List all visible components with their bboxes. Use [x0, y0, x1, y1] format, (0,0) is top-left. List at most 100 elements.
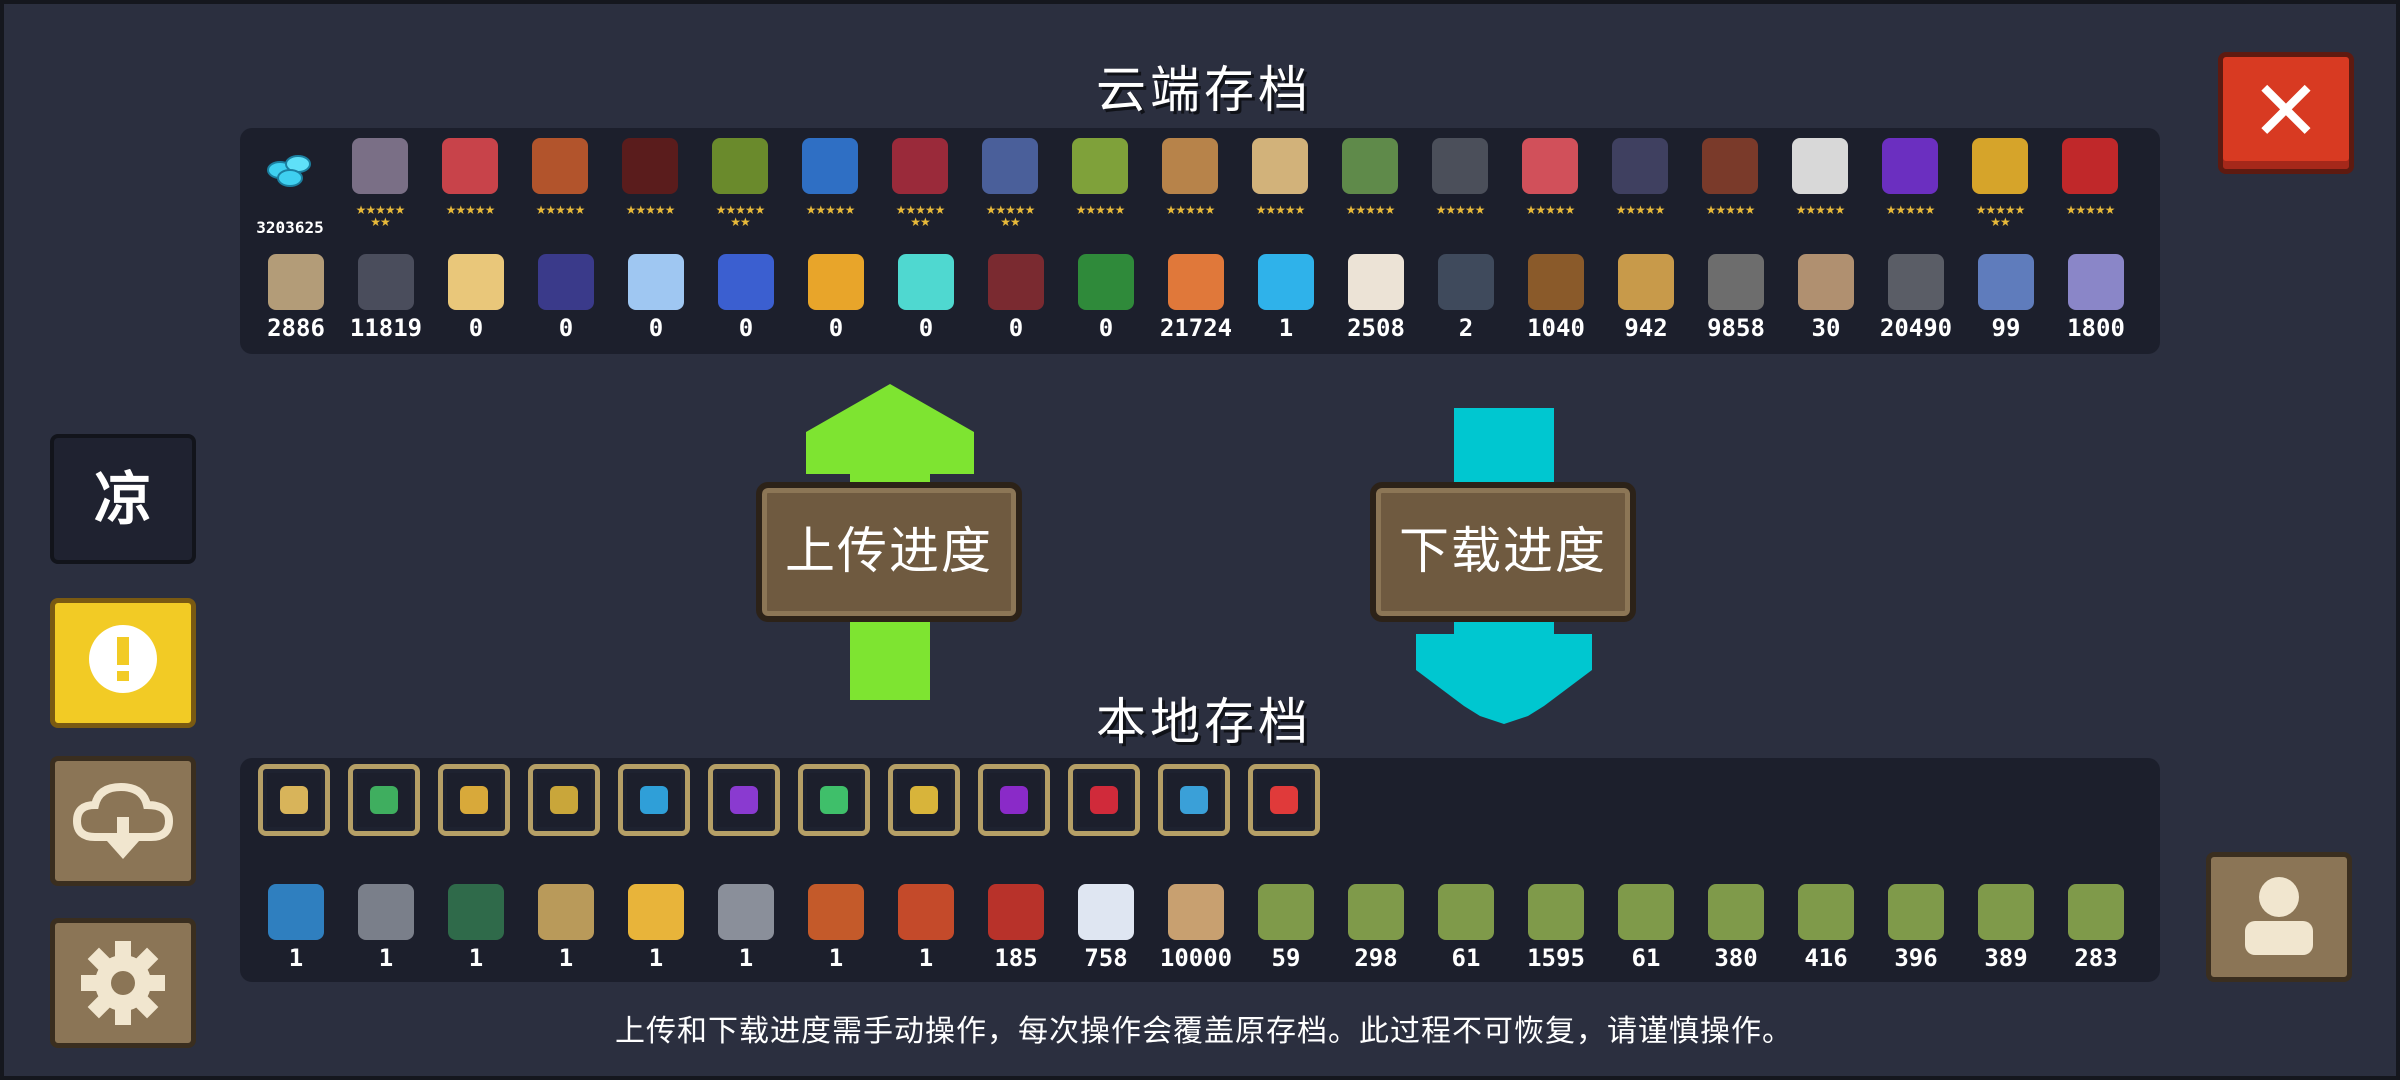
rating-stars: ★★★★★: [1525, 203, 1576, 217]
item-slot: 396: [1876, 880, 1956, 976]
item-count: 1: [828, 944, 844, 972]
fish-scale-icon: [268, 254, 324, 310]
blue-plate-badge-icon: [1158, 764, 1230, 836]
item-slot: 1: [346, 880, 426, 976]
badge-emblem: [550, 786, 578, 814]
item-count: 61: [1451, 944, 1481, 972]
item-count: 1595: [1527, 944, 1585, 972]
character-slot: ★★★★★: [1600, 134, 1680, 230]
material-count: 0: [558, 314, 574, 342]
ice-crystal-icon: [628, 254, 684, 310]
gem-icon: [267, 155, 311, 187]
dark-tome-icon: [538, 254, 594, 310]
blue-robot-badge-icon: [618, 764, 690, 836]
item-count: 396: [1894, 944, 1938, 972]
badge-emblem: [1000, 786, 1028, 814]
seed-carrot-icon: [1528, 884, 1584, 940]
gold-x-badge-icon: [258, 764, 330, 836]
material-slot: 0: [526, 250, 606, 346]
priestess-icon: [1252, 138, 1308, 194]
item-slot: 61: [1606, 880, 1686, 976]
holy-scroll-icon: [448, 254, 504, 310]
material-count: 1800: [2067, 314, 2125, 342]
map-crate-icon: [1798, 254, 1854, 310]
material-slot: 20490: [1876, 250, 1956, 346]
rating-stars: ★★★★★: [985, 203, 1036, 217]
material-slot: 1800: [2056, 250, 2136, 346]
cloud-download-icon: [72, 782, 174, 859]
gold-face-badge-icon: [888, 764, 960, 836]
knight-icon: [352, 138, 408, 194]
rogue-icon: [442, 138, 498, 194]
material-slot: 11819: [346, 250, 426, 346]
spirit-gem-icon: [898, 254, 954, 310]
item-count: 298: [1354, 944, 1398, 972]
rating-stars: ★★★★★: [1975, 203, 2026, 217]
character-slot: ★★★★★: [1420, 134, 1500, 230]
material-count: 2508: [1347, 314, 1405, 342]
character-slot: ★★★★★: [2050, 134, 2130, 230]
tap-tap-button[interactable]: 凉: [50, 434, 196, 564]
upload-progress-button[interactable]: 上传进度: [756, 482, 1022, 622]
material-slot: 9858: [1696, 250, 1776, 346]
purple-demon-badge-icon: [978, 764, 1050, 836]
swordsman-icon: [1792, 138, 1848, 194]
settings-button[interactable]: [50, 918, 196, 1048]
gold-blueprint-icon: [538, 884, 594, 940]
material-slot: 0: [616, 250, 696, 346]
berserker-icon: [1432, 138, 1488, 194]
notice-button[interactable]: [50, 598, 196, 728]
material-count: 1: [1278, 314, 1294, 342]
item-slot: 1: [796, 880, 876, 976]
paladin-icon: [982, 138, 1038, 194]
elf-icon: [1072, 138, 1128, 194]
material-count: 0: [738, 314, 754, 342]
wood-log-icon: [1528, 254, 1584, 310]
cloud-sync-button[interactable]: [50, 756, 196, 886]
character-slot: ★★★★★: [1690, 134, 1770, 230]
material-count: 0: [828, 314, 844, 342]
material-slot: 0: [706, 250, 786, 346]
item-count: 61: [1631, 944, 1661, 972]
material-slot: 1: [1246, 250, 1326, 346]
red-sword-badge-icon: [1068, 764, 1140, 836]
download-progress-button[interactable]: 下载进度: [1370, 482, 1636, 622]
gem-counter: 3203625: [250, 134, 330, 237]
airbender-icon: [1972, 138, 2028, 194]
seed-green-icon: [1978, 884, 2034, 940]
item-slot: 185: [976, 880, 1056, 976]
material-slot: 0: [436, 250, 516, 346]
witch-icon: [532, 138, 588, 194]
seed-rose-icon: [1888, 884, 1944, 940]
item-count: 1: [918, 944, 934, 972]
badge-emblem: [460, 786, 488, 814]
item-slot: 1: [436, 880, 516, 976]
flour-sack-icon: [1348, 254, 1404, 310]
close-button[interactable]: ✕: [2218, 52, 2354, 174]
green-blueprint-icon: [448, 884, 504, 940]
rating-stars: ★★★★★: [1435, 203, 1486, 217]
material-count: 21724: [1159, 314, 1233, 342]
material-slot: 942: [1606, 250, 1686, 346]
seed-flower-icon: [1618, 884, 1674, 940]
material-count: 0: [468, 314, 484, 342]
dark-shard-icon: [2068, 254, 2124, 310]
item-slot: 10000: [1156, 880, 1236, 976]
gear-icon: [1708, 254, 1764, 310]
rating-stars: ★★★★★: [1705, 203, 1756, 217]
grey-blueprint-icon: [358, 884, 414, 940]
red-book-icon: [898, 884, 954, 940]
battery-icon: [358, 254, 414, 310]
profile-button[interactable]: [2206, 852, 2352, 982]
material-slot: 1040: [1516, 250, 1596, 346]
item-slot: 1: [706, 880, 786, 976]
item-slot: 1595: [1516, 880, 1596, 976]
item-count: 1: [558, 944, 574, 972]
werewolf-icon: [1162, 138, 1218, 194]
local-save-title: 本地存档: [1096, 693, 1312, 751]
badge-emblem: [370, 786, 398, 814]
rating-stars: ★★★★★: [445, 203, 496, 217]
rating-stars: ★★★★★: [805, 203, 856, 217]
rating-stars: ★★★★★: [625, 203, 676, 217]
rating-stars: ★★★★★: [1165, 203, 1216, 217]
